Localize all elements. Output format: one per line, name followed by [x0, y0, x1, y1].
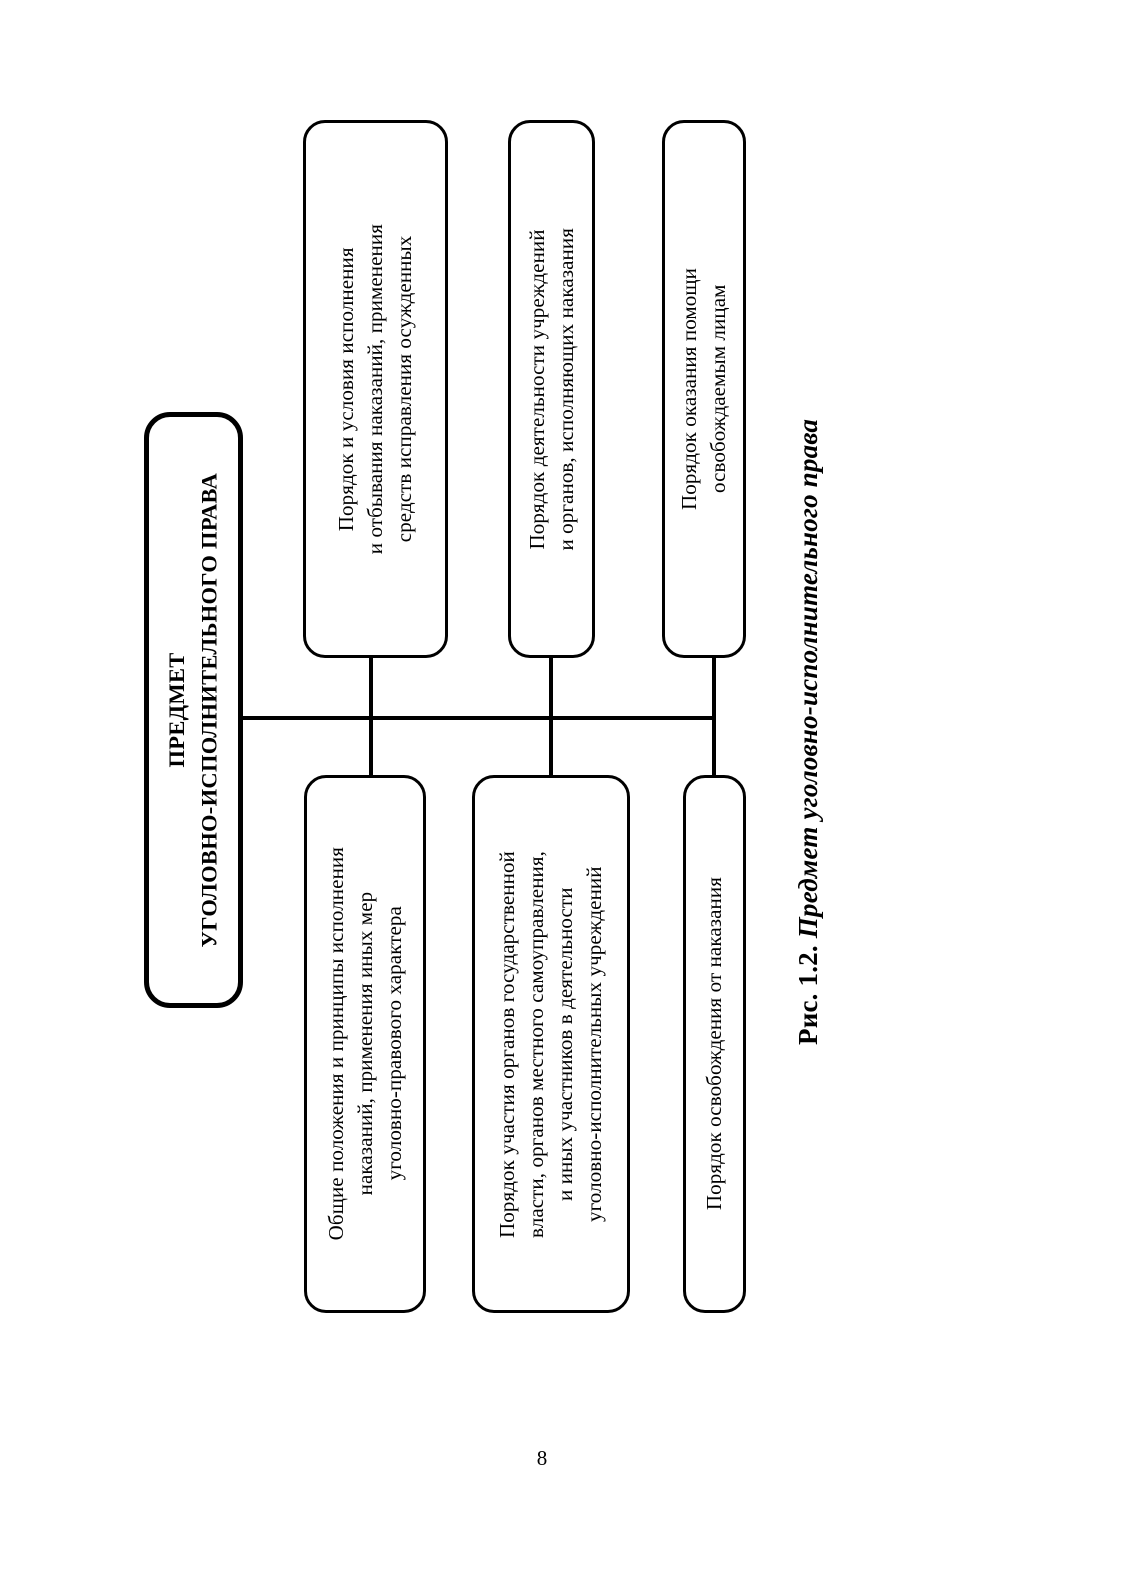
connector-stub-branch-2-upper — [549, 658, 553, 718]
diagram-node-lower-2: Порядок участия органов государственной … — [472, 775, 630, 1313]
figure-caption: Рис. 1.2. Предмет уголовно-исполнительно… — [793, 365, 824, 1045]
page-number: 8 — [536, 1446, 548, 1470]
diagram-node-lower-3-label: Порядок освобождения от наказания — [702, 877, 727, 1211]
figure-caption-title: Предмет уголовно-исполнительного права — [793, 418, 823, 939]
diagram-node-upper-3-label: Порядок оказания помощи освобождаемым ли… — [677, 267, 730, 510]
diagram-node-upper-1-label: Порядок и условия исполнения и отбывания… — [334, 223, 416, 555]
figure-caption-prefix: Рис. 1.2. — [793, 945, 823, 1045]
diagram-node-lower-1-label: Общие положения и принципы исполнения на… — [323, 847, 406, 1241]
connector-stub-branch-1-lower — [369, 716, 373, 777]
diagram-node-lower-1: Общие положения и принципы исполнения на… — [304, 775, 426, 1313]
connector-stub-branch-3-lower — [712, 716, 716, 777]
connector-stub-branch-2-lower — [549, 716, 553, 777]
diagram-node-lower-3: Порядок освобождения от наказания — [683, 775, 746, 1313]
connector-stub-branch-1-upper — [369, 658, 373, 718]
diagram-node-upper-2: Порядок деятельности учреждений и органо… — [508, 120, 595, 658]
diagram-root-node: ПРЕДМЕТ УГОЛОВНО-ИСПОЛНИТЕЛЬНОГО ПРАВА — [144, 412, 243, 1008]
figure-caption-space — [793, 938, 823, 945]
diagram-node-lower-2-label: Порядок участия органов государственной … — [495, 850, 606, 1238]
diagram-root-node-label: ПРЕДМЕТ УГОЛОВНО-ИСПОЛНИТЕЛЬНОГО ПРАВА — [163, 472, 222, 948]
connector-trunk — [243, 716, 716, 720]
connector-stub-branch-3-upper — [712, 658, 716, 718]
diagram-node-upper-1: Порядок и условия исполнения и отбывания… — [303, 120, 448, 658]
diagram-node-upper-2-label: Порядок деятельности учреждений и органо… — [524, 227, 578, 551]
diagram-node-upper-3: Порядок оказания помощи освобождаемым ли… — [662, 120, 746, 658]
